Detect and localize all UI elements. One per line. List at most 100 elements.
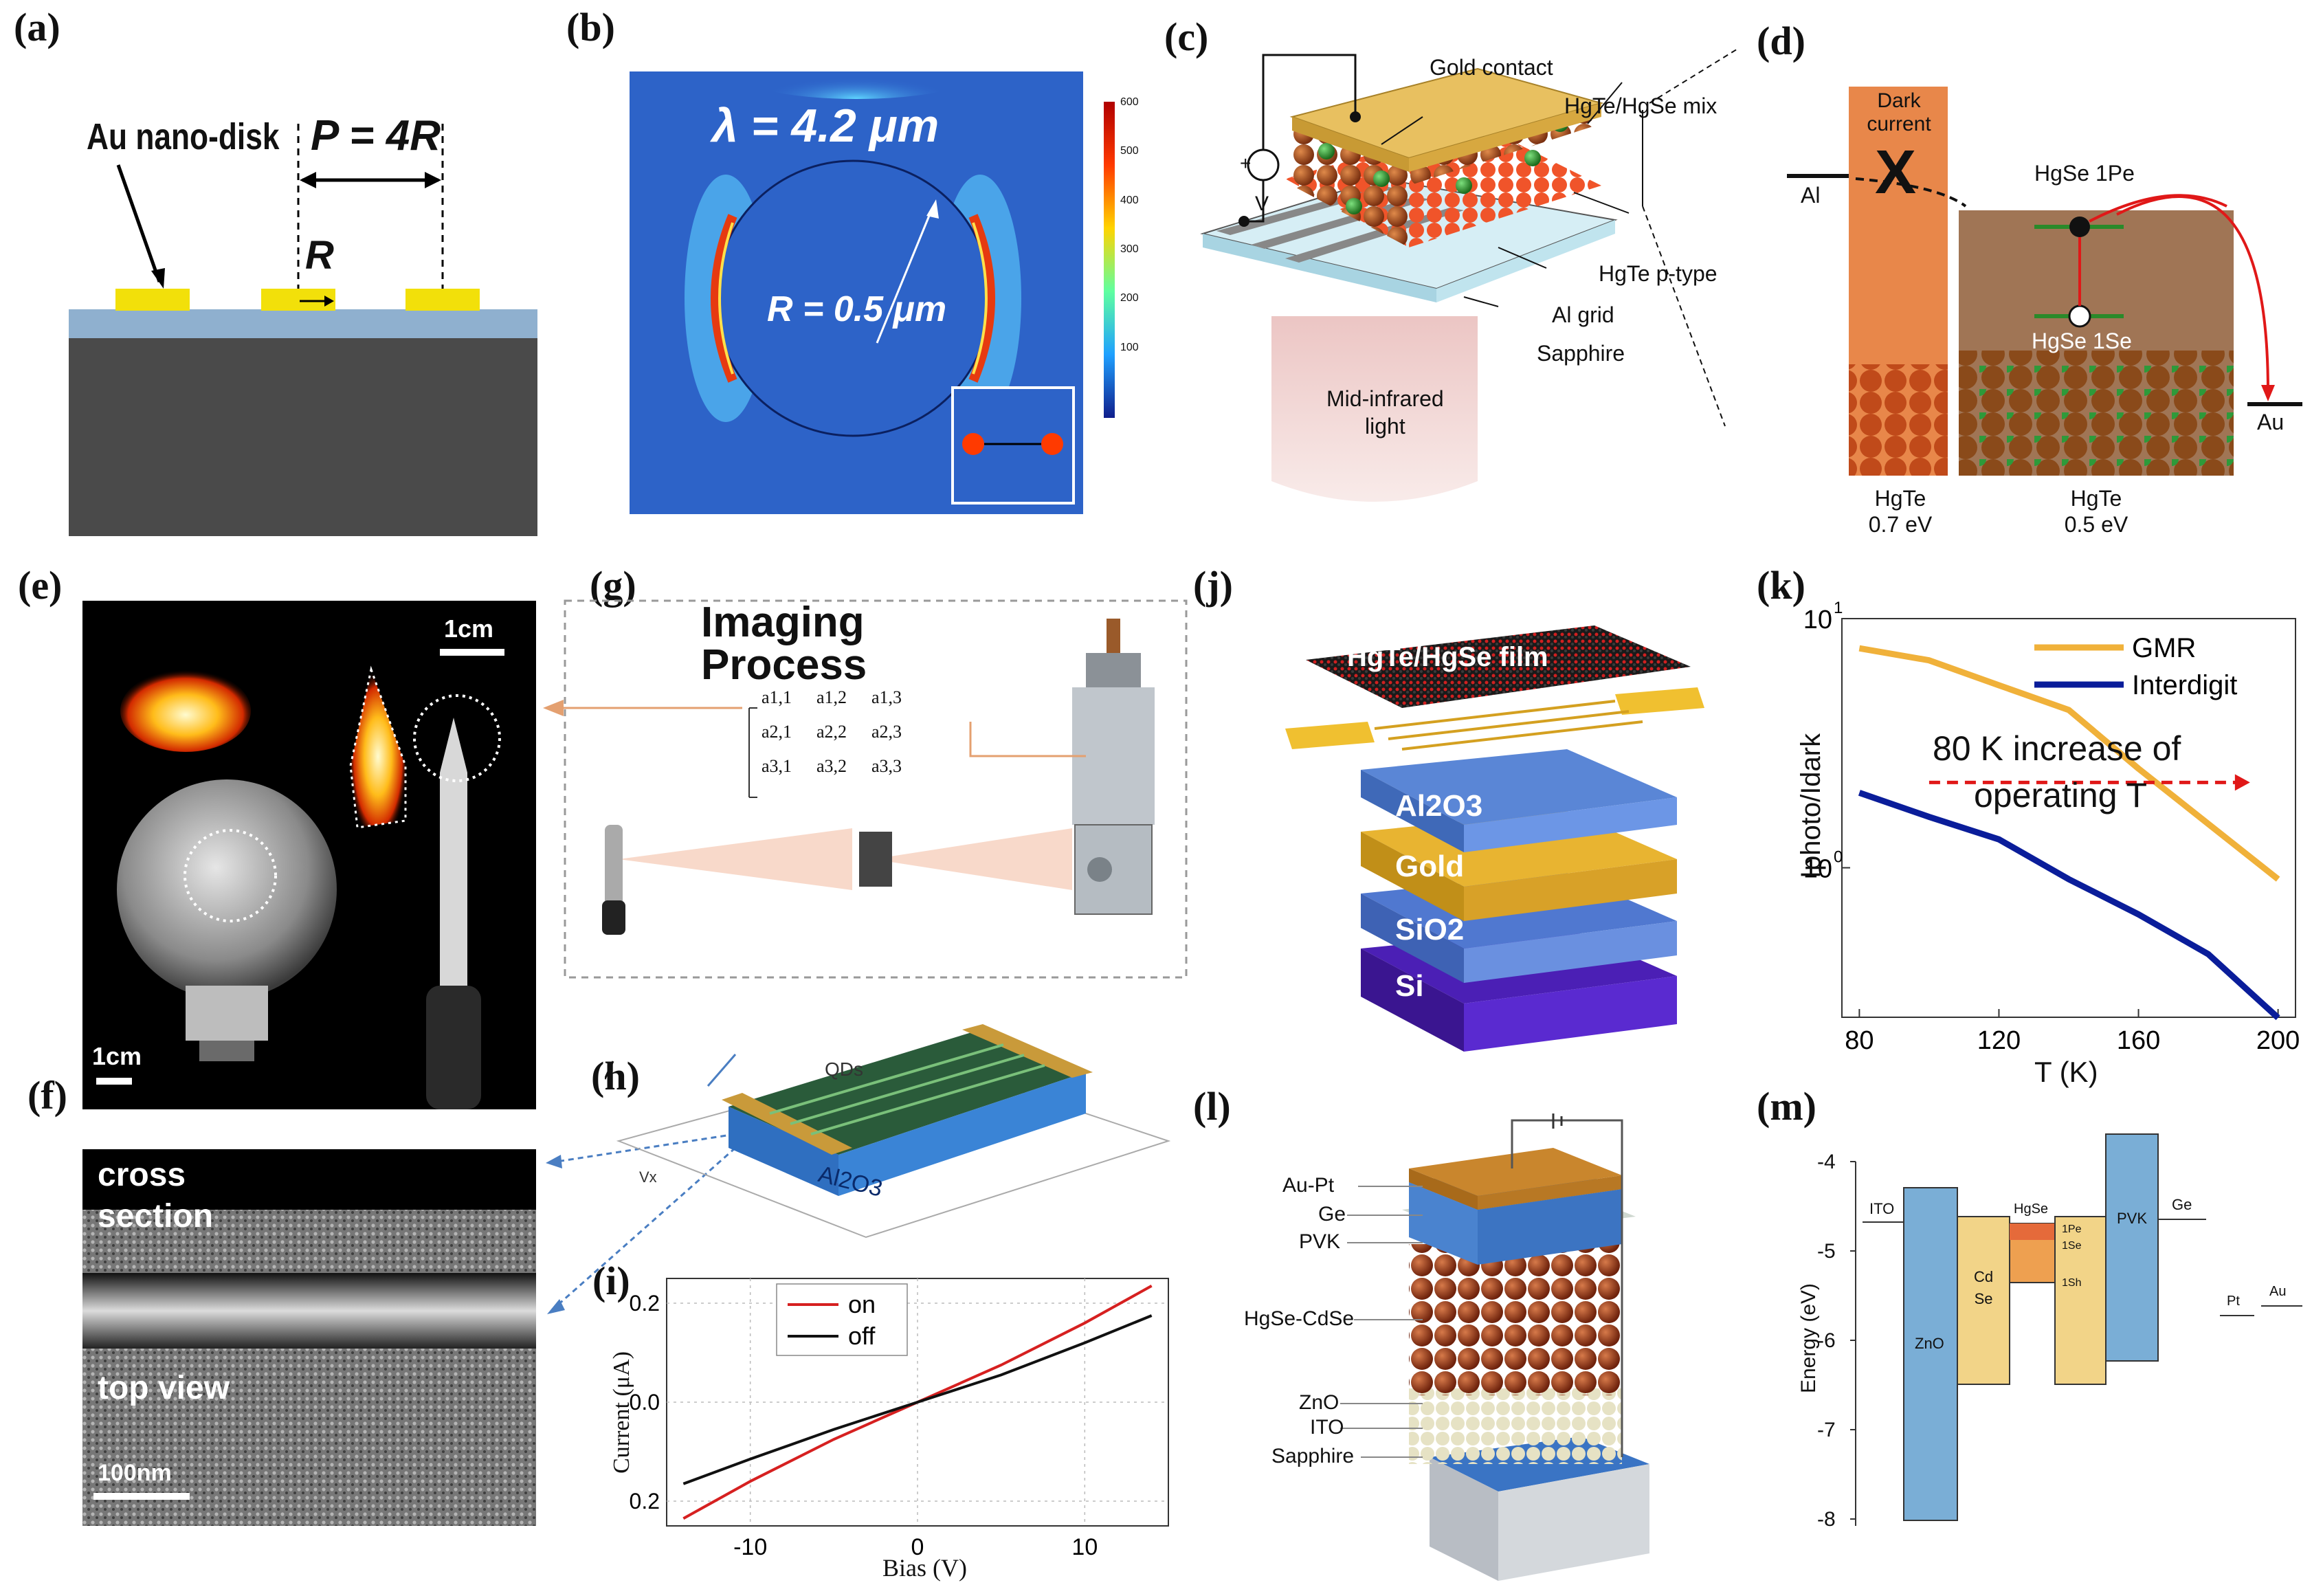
film-layer: [1306, 625, 1691, 708]
aupt-side: [1478, 1175, 1622, 1210]
h-pointer: [603, 1061, 614, 1080]
imaging-setup: [564, 599, 1188, 979]
gold-contact-label: Gold contact: [1430, 55, 1553, 80]
channel-line: [810, 1064, 1045, 1135]
hgte-05-particles: [1959, 351, 2234, 476]
ir-beam: [1271, 316, 1478, 502]
hole-icon: [2068, 304, 2091, 328]
sem-substrate-cross: [82, 1273, 536, 1349]
m-ytick: -4: [1817, 1151, 1836, 1173]
hgse-particle: [1524, 150, 1541, 166]
colorbar-ticks: 600 500 400 300 200 100: [1120, 96, 1168, 426]
cdse-band-right: [2054, 1216, 2107, 1385]
ir-light-label: Mid-infrared light: [1326, 385, 1444, 440]
finger: [1374, 700, 1616, 730]
l-label-pvk: PVK: [1299, 1230, 1341, 1253]
device-schematic-h: [603, 1024, 1171, 1239]
nanodisk-3: [405, 289, 480, 311]
colorbar-tick: 100: [1120, 342, 1139, 353]
leader-gold: [1381, 116, 1423, 145]
zno-band: [1903, 1187, 1958, 1521]
i-series-off: [682, 1314, 1153, 1485]
period-arrowhead-left: [300, 172, 316, 188]
light-bulb: [117, 779, 337, 999]
m-level-1sh: 1Sh: [2062, 1277, 2082, 1289]
thermal-image: [96, 649, 504, 1109]
electrode-left: [722, 1093, 852, 1155]
scale-top-label: 1cm: [444, 614, 494, 643]
connector-line: [969, 722, 1086, 757]
aupt-front: [1409, 1168, 1478, 1210]
qd-pointer: [707, 1054, 737, 1087]
i-ytick-label: 0.0: [630, 1390, 660, 1415]
ptype-label: HgTe p-type: [1599, 261, 1718, 286]
mini-iron: [605, 825, 623, 907]
arrow-g-to-e-head: [543, 700, 564, 716]
panel-label-h: (h): [591, 1054, 640, 1098]
k-xtick-label: 120: [1977, 1026, 2021, 1055]
panel-label-i: (i): [592, 1259, 630, 1303]
gold-contact-front: [1292, 117, 1409, 172]
panel-label-e: (e): [18, 563, 63, 608]
ir-light-line1: Mid-infrared: [1326, 386, 1444, 411]
sapphire-label: Sapphire: [1537, 341, 1625, 366]
panel-label-a: (a): [14, 5, 60, 49]
layer-stack-l: [1340, 1113, 1649, 1581]
electron-icon: [2069, 217, 2090, 237]
dark-line1: Dark: [1877, 89, 1921, 112]
sem-top-background: [82, 1149, 536, 1210]
extraction-arrow-2: [2116, 195, 2269, 392]
ir-cone-right: [873, 828, 1072, 890]
algrid-label: Al grid: [1552, 302, 1614, 327]
panel-label-j: (j): [1193, 563, 1233, 608]
matrix-cell: a1,1: [762, 687, 792, 707]
radius-value-label: R = 0.5 μm: [767, 289, 947, 329]
hgte-left-name: HgTe: [1874, 486, 1926, 511]
al2o3-side: [838, 1072, 1086, 1196]
l-label-qd: HgSe-CdSe: [1244, 1307, 1355, 1330]
inset-hotspot-right: [1041, 433, 1063, 455]
hgse-particle: [1318, 143, 1335, 159]
pvk-band: [2105, 1133, 2159, 1362]
aupt-top: [1409, 1148, 1622, 1196]
radius-arrowhead: [324, 296, 334, 307]
hot-object: [120, 669, 251, 752]
layer-gold-side: [1464, 859, 1677, 921]
hgse-1pe-band: [2010, 1223, 2055, 1240]
panel-d: X Dark current Al Au HgSe 1Pe HgSe 1Se H…: [1759, 62, 2312, 543]
hotspot-right-core: [972, 222, 988, 375]
al2o3-front: [729, 1107, 838, 1196]
wire-top: [1262, 54, 1357, 151]
plus-sign: +: [1240, 153, 1252, 174]
nanodisk-1: [115, 289, 190, 311]
panel-label-d: (d): [1757, 19, 1805, 63]
hgte-left-ev: 0.7 eV: [1868, 512, 1933, 537]
radius-arrow: [876, 208, 933, 344]
matrix-cell: a3,3: [871, 756, 902, 776]
k-xtick-label: 200: [2256, 1026, 2300, 1055]
bulb-base: [186, 986, 268, 1041]
hgse-particle: [1373, 170, 1390, 187]
bulb-tip: [199, 1041, 254, 1061]
cryostat-window: [1074, 824, 1153, 915]
colorbar-tick: 500: [1120, 145, 1139, 157]
panel-label-m: (m): [1757, 1084, 1816, 1129]
arrow-h-to-f-top: [556, 1133, 736, 1163]
zoom-line-top: [1649, 47, 1739, 104]
section-label: section: [98, 1198, 214, 1234]
optics-mount: [859, 832, 892, 887]
panel-e: 1cm 1cm: [82, 601, 536, 1109]
m-ito-label: ITO: [1869, 1200, 1895, 1217]
cdse-band: [1957, 1216, 2010, 1385]
panel-c: Gold contact HgTe/HgSe mix HgTe p-type A…: [1175, 41, 1766, 536]
imaging-frame: [564, 599, 1188, 979]
dark-current-label: Dark current: [1861, 89, 1937, 136]
m-zno-label: ZnO: [1915, 1335, 1944, 1352]
scale-bar-top: [440, 649, 504, 656]
imaging-title-line2: Process: [701, 641, 867, 689]
cryostat-top: [1086, 653, 1141, 687]
radius-label: R: [305, 233, 334, 278]
leader-sapphire: [1463, 296, 1499, 307]
matrix-cell: a3,2: [816, 756, 847, 776]
